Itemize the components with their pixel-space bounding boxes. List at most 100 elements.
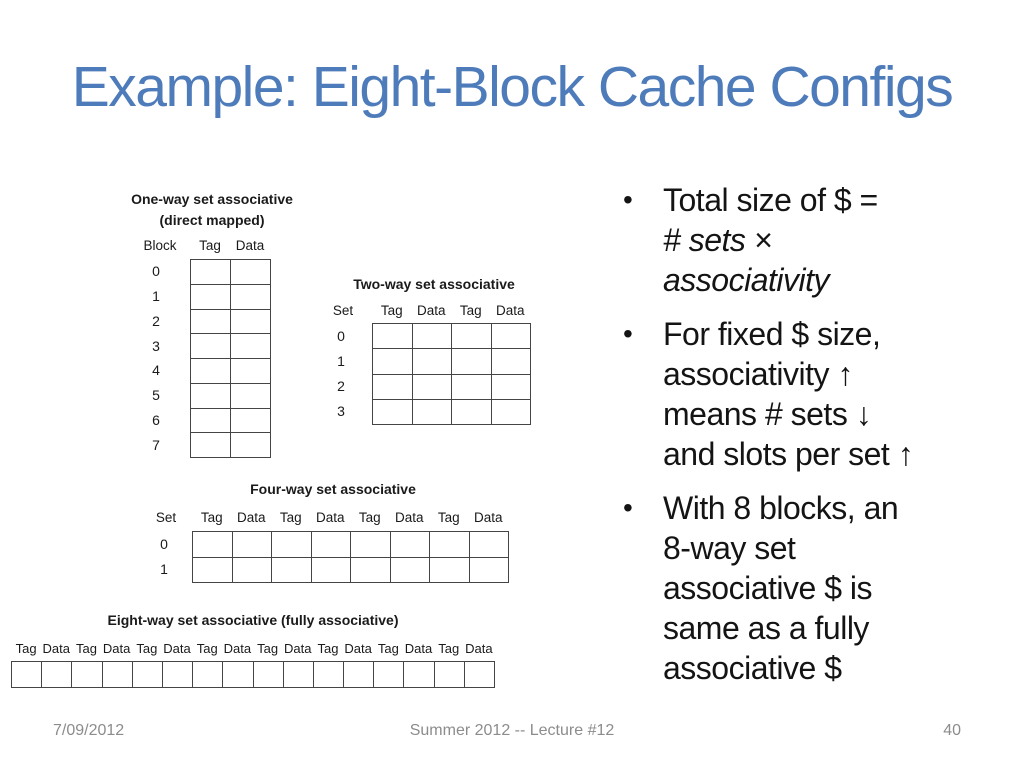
cache-table	[372, 323, 531, 425]
cache-slot-cell	[272, 532, 312, 558]
cache-slot-cell	[191, 334, 231, 359]
cache-slot-cell	[231, 260, 271, 285]
cache-slot-cell	[283, 662, 314, 688]
cache-slot-cell	[464, 662, 495, 688]
bullet-text: For fixed $ size, associativity ↑ means # …	[663, 314, 914, 474]
column-header: Data	[284, 641, 312, 656]
footer-course: Summer 2012 -- Lecture #12	[409, 722, 615, 739]
cache-table	[190, 259, 271, 458]
column-header: Data	[465, 641, 493, 656]
row-label: 1	[152, 288, 160, 305]
cache-slot-cell	[232, 557, 272, 583]
figure-title: Two-way set associative	[353, 276, 515, 292]
bullet-line: For fixed $ size,	[663, 316, 881, 352]
cache-slot-cell	[412, 399, 452, 425]
column-header: Data	[163, 641, 191, 656]
cache-slot-cell	[491, 399, 531, 425]
row-label: 2	[337, 378, 345, 395]
cache-slot-cell	[452, 349, 492, 375]
column-header: Data	[236, 510, 266, 525]
column-header: Data	[235, 238, 265, 253]
row-label: 1	[160, 561, 168, 578]
row-label: 6	[152, 411, 160, 428]
cache-slot-cell	[102, 662, 133, 688]
cache-slot-cell	[193, 662, 224, 688]
row-label-header: Set	[155, 510, 177, 525]
cache-slot-cell	[491, 324, 531, 350]
bullet-line: associativity ↑	[663, 356, 853, 392]
column-header: Data	[315, 510, 345, 525]
cache-slot-cell	[191, 433, 231, 458]
column-header: Tag	[459, 303, 482, 318]
figure-title: One-way set associative	[131, 191, 293, 207]
cache-table	[192, 531, 509, 583]
cache-slot-cell	[191, 260, 231, 285]
cache-slot-cell	[373, 324, 413, 350]
cache-slot-cell	[313, 662, 345, 688]
cache-slot-cell	[72, 662, 103, 688]
cache-slot-cell	[253, 662, 284, 688]
row-label: 4	[152, 362, 160, 379]
column-headers: Tag Data	[190, 238, 270, 253]
bullet-line: 8-way set	[663, 530, 796, 566]
cache-slot-cell	[231, 359, 271, 384]
row-label-header: Set	[332, 303, 354, 318]
cache-slot-cell	[412, 324, 452, 350]
bullet-line: # sets ×	[663, 222, 772, 258]
cache-slot-cell	[373, 399, 413, 425]
column-header: Tag	[15, 641, 37, 656]
bullet-marker: •	[623, 492, 633, 523]
column-header: Tag	[437, 510, 460, 525]
cache-slot-cell	[311, 532, 351, 558]
cache-slot-cell	[390, 532, 430, 558]
cache-slot-cell	[42, 662, 73, 688]
cache-slot-cell	[412, 374, 452, 400]
column-header: Tag	[136, 641, 158, 656]
bullet-list: •Total size of $ =# sets ×associativity•…	[610, 180, 1022, 702]
cache-slot-cell	[191, 284, 231, 310]
column-header: Tag	[75, 641, 97, 656]
cache-slot-cell	[430, 557, 470, 583]
bullet-marker: •	[623, 318, 633, 349]
slide-title: Example: Eight-Block Cache Configs	[71, 55, 954, 119]
cache-slot-cell	[191, 383, 231, 409]
bullet-line: With 8 blocks, an	[663, 490, 899, 526]
cache-slot-cell	[351, 532, 391, 558]
cache-slot-cell	[430, 532, 470, 558]
cache-table	[11, 661, 495, 688]
column-header: Tag	[257, 641, 279, 656]
bullet-line: associative $	[663, 650, 842, 686]
column-header: Tag	[196, 641, 218, 656]
cache-slot-cell	[373, 349, 413, 375]
cache-slot-cell	[231, 383, 271, 409]
row-label-header: Block	[143, 238, 177, 253]
cache-slot-cell	[469, 532, 509, 558]
cache-slot-cell	[232, 532, 272, 558]
row-label: 5	[152, 387, 160, 404]
row-label: 0	[337, 327, 345, 344]
cache-slot-cell	[373, 374, 413, 400]
cache-slot-cell	[132, 662, 163, 688]
column-header: Tag	[199, 238, 221, 253]
bullet-line: means # sets ↓	[663, 396, 872, 432]
column-header: Tag	[358, 510, 381, 525]
cache-slot-cell	[374, 662, 405, 688]
bullet-text: Total size of $ =# sets ×associativity	[663, 180, 878, 300]
bullet-item: • With 8 blocks, an 8-way set associative $…	[610, 488, 1022, 688]
cache-slot-cell	[191, 359, 231, 384]
column-header: Tag	[377, 641, 399, 656]
cache-slot-cell	[452, 324, 492, 350]
bullet-line: same as a fully	[663, 610, 869, 646]
column-header: Data	[223, 641, 252, 656]
column-header: Data	[344, 641, 372, 656]
column-header: Data	[473, 510, 503, 525]
column-header: Tag	[200, 510, 223, 525]
cache-slot-cell	[12, 662, 43, 688]
bullet-item: •Total size of $ =# sets ×associativity	[610, 180, 1022, 300]
cache-slot-cell	[231, 309, 271, 335]
